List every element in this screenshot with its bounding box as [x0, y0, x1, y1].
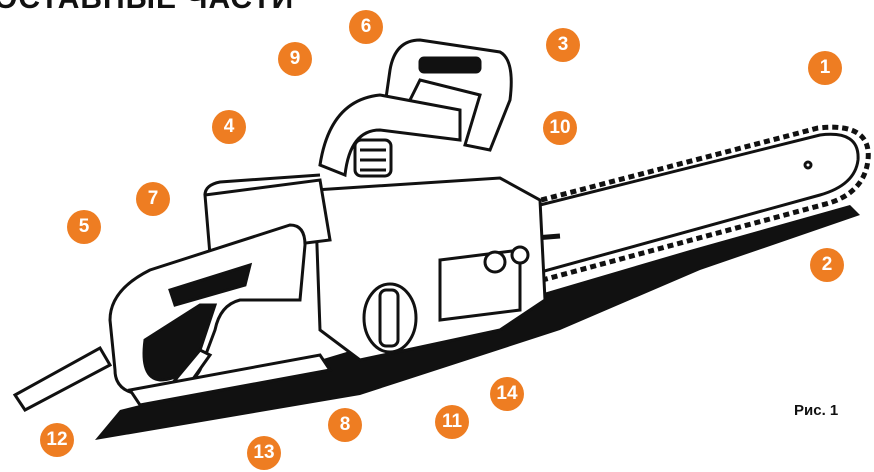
callout-7: 7 [136, 182, 170, 216]
callout-5: 5 [67, 210, 101, 244]
figure-label: Рис. 1 [794, 402, 839, 419]
callout-1: 1 [808, 51, 842, 85]
power-cord [12, 345, 113, 412]
guide-bar [518, 124, 871, 285]
rear-handle [108, 223, 307, 397]
callout-14: 14 [490, 377, 524, 411]
callout-2: 2 [810, 248, 844, 282]
front-handle [383, 38, 513, 152]
callout-6: 6 [349, 10, 383, 44]
callout-10: 10 [543, 111, 577, 145]
motor-housing [313, 176, 547, 362]
callout-9: 9 [278, 42, 312, 76]
callout-11: 11 [435, 405, 469, 439]
callout-3: 3 [546, 28, 580, 62]
callout-8: 8 [328, 408, 362, 442]
callout-13: 13 [247, 436, 281, 470]
oil-cap [353, 138, 393, 178]
section-title: ОСТАВНЫЕ ЧАСТИ [0, 0, 294, 16]
handle-base [127, 353, 333, 407]
callout-4: 4 [212, 110, 246, 144]
callout-12: 12 [40, 423, 74, 457]
hand-guard [318, 93, 462, 178]
